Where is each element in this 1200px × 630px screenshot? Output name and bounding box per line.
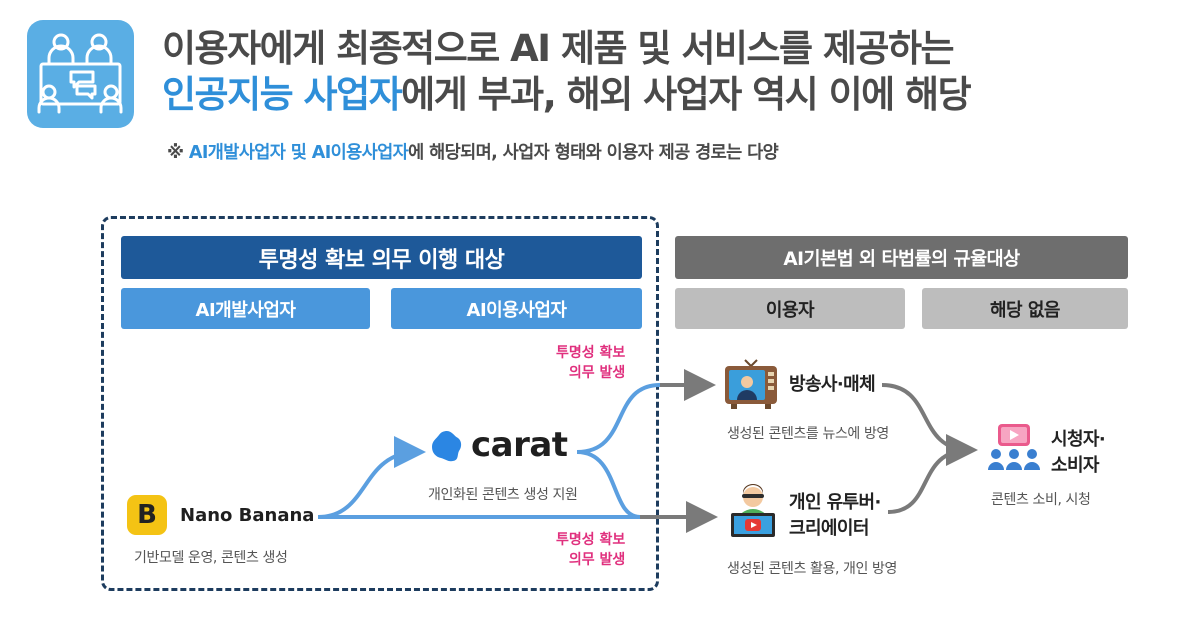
note-highlight: AI개발사업자 및 AI이용사업자 [188, 143, 409, 163]
viewer-name-line1: 시청자· [1051, 429, 1106, 450]
note-rest: 에 해당되며, 사업자 형태와 이용자 제공 경로는 다양 [408, 143, 779, 163]
left-panel-user-business: AI이용사업자 [391, 288, 642, 329]
viewer-name: 시청자· 소비자 [1051, 427, 1106, 479]
duty-bottom-line2: 의무 발생 [568, 552, 626, 568]
people-meeting-icon [27, 20, 134, 128]
carat-name: carat [471, 425, 568, 465]
viewer-caption: 콘텐츠 소비, 시청 [991, 492, 1091, 508]
broadcaster-name: 방송사·매체 [789, 374, 876, 395]
youtuber-caption: 생성된 콘텐츠 활용, 개인 방영 [727, 561, 898, 577]
broadcaster-caption: 생성된 콘텐츠를 뉴스에 방영 [727, 426, 889, 442]
viewer-name-line2: 소비자 [1051, 455, 1099, 476]
youtuber-name-line1: 개인 유투버· [789, 492, 881, 513]
tv-broadcast-icon [725, 359, 777, 409]
arrow-nanobanana-to-carat [317, 436, 426, 519]
arrow-youtuber-to-viewer [887, 448, 971, 514]
nano-banana-logo: B [127, 495, 167, 535]
right-panel-user: 이용자 [675, 288, 905, 329]
duty-top-line1: 투명성 확보 [556, 345, 626, 361]
duty-label-bottom: 투명성 확보 의무 발생 [556, 530, 625, 570]
audience-viewer-icon [988, 424, 1040, 470]
duty-top-line2: 의무 발생 [568, 365, 626, 381]
right-panel-title: AI기본법 외 타법률의 규율대상 [675, 236, 1128, 279]
nano-banana-name: Nano Banana [180, 505, 315, 526]
carat-logo-icon [432, 431, 462, 462]
page-title-line2: 인공지능 사업자에게 부과, 해외 사업자 역시 이에 해당 [162, 72, 972, 118]
duty-bottom-line1: 투명성 확보 [556, 532, 626, 548]
nano-banana-caption: 기반모델 운영, 콘텐츠 생성 [134, 550, 288, 566]
left-panel-title: 투명성 확보 의무 이행 대상 [121, 236, 642, 279]
arrow-carat-to-broadcaster [576, 383, 661, 454]
note-mark: ※ [167, 143, 189, 163]
title-rest: 에게 부과, 해외 사업자 역시 이에 해당 [401, 73, 971, 116]
duty-label-top: 투명성 확보 의무 발생 [556, 343, 625, 383]
right-panel-none: 해당 없음 [922, 288, 1128, 329]
youtuber-creator-icon [731, 484, 775, 537]
youtuber-name-line2: 크리에이터 [789, 518, 869, 539]
title-highlight: 인공지능 사업자 [162, 73, 403, 116]
arrow-carat-to-youtuber [576, 450, 641, 519]
left-panel-developer: AI개발사업자 [121, 288, 370, 329]
footnote: ※ AI개발사업자 및 AI이용사업자에 해당되며, 사업자 형태와 이용자 제… [167, 139, 779, 164]
carat-caption: 개인화된 콘텐츠 생성 지원 [428, 487, 578, 503]
arrow-broadcaster-to-viewer [881, 383, 978, 466]
page-title-line1: 이용자에게 최종적으로 AI 제품 및 서비스를 제공하는 [162, 27, 955, 70]
obligation-boundary [101, 216, 659, 591]
youtuber-name: 개인 유투버· 크리에이터 [789, 490, 881, 542]
